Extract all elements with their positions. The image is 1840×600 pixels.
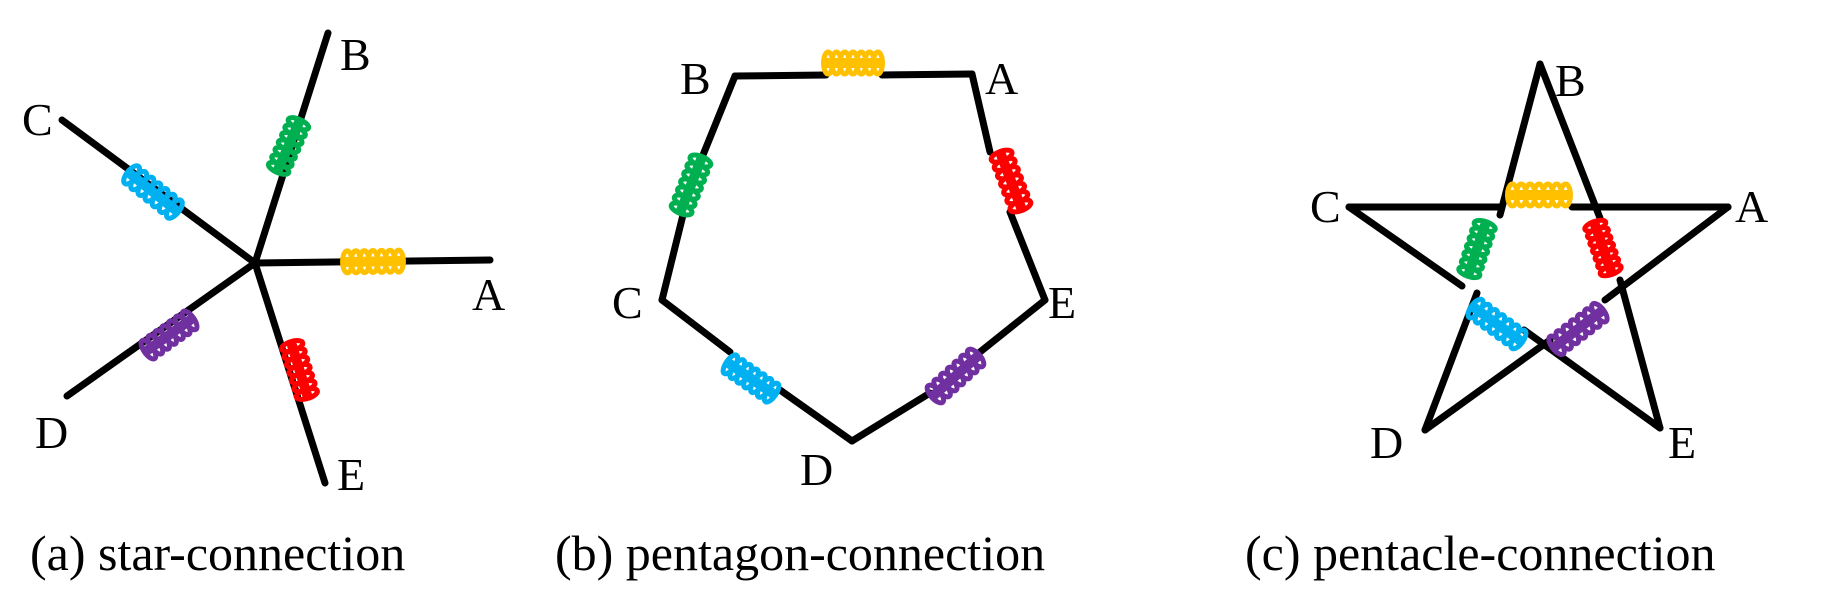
- star-coil-e: [279, 338, 320, 402]
- pentagon-wire-ba: [731, 71, 830, 80]
- pentagon-coil-dc: [720, 352, 782, 405]
- coil-turn: [391, 247, 406, 275]
- coil-core: [125, 168, 181, 216]
- coil-turn: [138, 337, 159, 362]
- pentacle-wire-a-d2: [1421, 336, 1554, 434]
- coil-turn: [1456, 264, 1483, 281]
- coil-turn: [163, 197, 185, 221]
- pentacle-caption: (c) pentacle-connection: [1245, 525, 1716, 581]
- star-coil-d: [138, 308, 200, 362]
- coil-turn: [1546, 333, 1567, 358]
- coil-turn: [720, 352, 741, 377]
- pentagon-wire-ea: [1006, 208, 1049, 304]
- pentagon-wires: [658, 70, 1049, 445]
- pentagon-wire-de: [848, 389, 934, 445]
- star-label-c: C: [22, 94, 53, 145]
- pentagon-coil-cb: [668, 152, 714, 218]
- coil-turn: [870, 49, 885, 77]
- coil-core: [996, 149, 1026, 213]
- coil-core: [1590, 219, 1616, 277]
- star-caption: (a) star-connection: [30, 525, 405, 581]
- pentagon-label-d: D: [800, 444, 833, 495]
- coil-turn: [687, 152, 714, 170]
- star-label-a: A: [472, 269, 505, 320]
- pentacle-label-d: D: [1370, 417, 1403, 468]
- star-label-d: D: [35, 407, 68, 458]
- pentagon-label-e: E: [1048, 277, 1076, 328]
- coil-core: [1469, 302, 1525, 346]
- star-connection-panel: B C A D E (a) star-connection: [22, 29, 505, 581]
- coil-turn: [1007, 197, 1034, 215]
- pentagon-caption: (b) pentagon-connection: [555, 525, 1045, 581]
- coil-core: [724, 358, 778, 399]
- coil-turn: [1558, 181, 1573, 209]
- star-coil-a: [340, 247, 406, 276]
- star-coil-c: [121, 163, 185, 221]
- pentagon-coil-ba: [821, 49, 885, 77]
- pentagon-wire-dc: [776, 386, 856, 445]
- pentacle-wire-a-d: [1601, 203, 1732, 304]
- pentacle-coils: [1456, 181, 1624, 358]
- star-wires: [58, 29, 494, 487]
- pentacle-wire-c-e: [1345, 203, 1466, 290]
- coil-core: [273, 117, 304, 175]
- coil-core: [341, 256, 405, 267]
- pentacle-label-b: B: [1555, 55, 1586, 106]
- pentacle-coil-green: [1456, 217, 1498, 281]
- coil-core: [142, 314, 196, 356]
- pentacle-wire-b-e2: [1616, 276, 1664, 432]
- pentagon-wire-cd: [658, 296, 734, 356]
- pentacle-wires: [1345, 60, 1732, 434]
- pentacle-coil-purple: [1546, 300, 1610, 358]
- coil-turn: [924, 382, 947, 406]
- pentacle-connection-panel: B C A D E (c) pentacle-connection: [1245, 55, 1768, 581]
- pentacle-label-c: C: [1310, 181, 1341, 232]
- coil-core: [676, 154, 706, 216]
- pentagon-connection-panel: B A C E D (b) pentagon-connection: [555, 49, 1076, 581]
- coil-turn: [1597, 262, 1624, 279]
- pentagon-coil-ae: [988, 147, 1034, 215]
- pentagon-label-c: C: [612, 277, 643, 328]
- coil-core: [1463, 219, 1491, 279]
- pentacle-label-a: A: [1735, 181, 1768, 232]
- pentagon-wire-bc: [699, 72, 739, 159]
- pentagon-wire-ae: [968, 70, 994, 156]
- pentagon-wire-cb: [658, 211, 687, 304]
- pentacle-coil-red: [1582, 217, 1624, 279]
- pentacle-label-e: E: [1668, 417, 1696, 468]
- pentacle-coil-blue: [1465, 296, 1529, 352]
- star-coils: [121, 115, 406, 402]
- star-label-b: B: [340, 29, 371, 80]
- coil-turn: [1508, 327, 1529, 352]
- pentacle-coil-yellow: [1505, 181, 1573, 209]
- star-neutral-point: [250, 258, 260, 268]
- pentagon-coils: [668, 49, 1034, 406]
- pentagon-label-a: A: [985, 53, 1018, 104]
- pentagon-wire-ab: [878, 70, 976, 79]
- coil-core: [1550, 306, 1606, 352]
- coil-core: [929, 352, 982, 400]
- pentagon-coil-ed: [924, 346, 987, 406]
- coil-turn: [293, 386, 320, 402]
- pentacle-wire-b-e: [1536, 60, 1604, 222]
- coil-turn: [265, 159, 292, 177]
- star-coil-b: [265, 115, 312, 177]
- pentagon-label-b: B: [680, 53, 711, 104]
- pentagon-wire-ed: [976, 296, 1049, 356]
- star-label-e: E: [337, 449, 365, 500]
- coil-core: [286, 339, 313, 401]
